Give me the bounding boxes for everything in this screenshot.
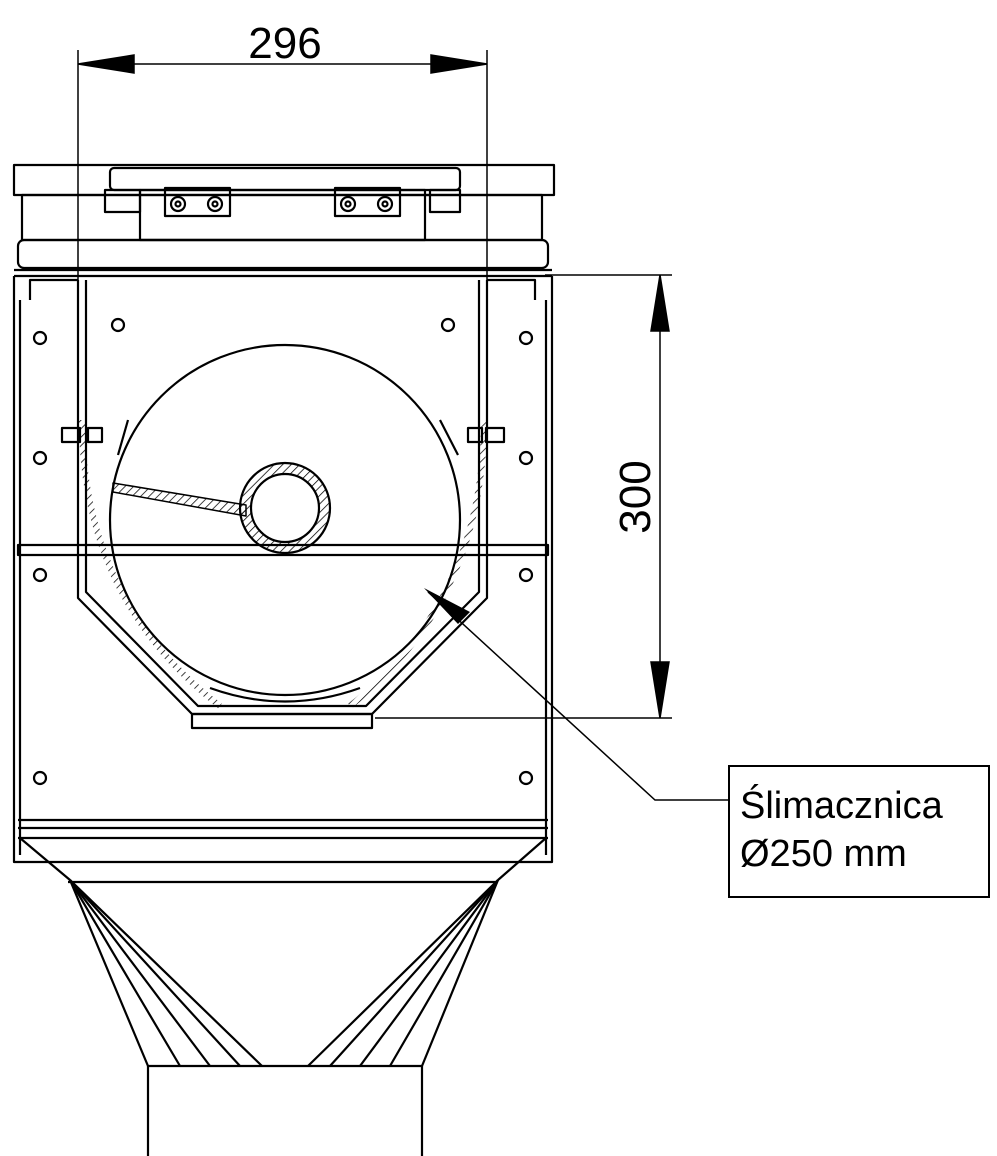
screw-auger <box>108 343 462 703</box>
mounting-holes <box>32 317 534 786</box>
callout-box: Ślimacznica Ø250 mm <box>728 765 990 898</box>
hopper <box>19 837 547 1156</box>
callout-name: Ślimacznica <box>740 785 943 827</box>
top-lid <box>12 163 556 278</box>
height-dimension-label: 300 <box>611 460 660 533</box>
height-dimension <box>375 274 672 719</box>
callout-diameter: Ø250 mm <box>740 833 907 875</box>
trough <box>28 278 537 730</box>
callout-leader <box>424 588 728 801</box>
width-dimension <box>77 50 488 280</box>
width-dimension-label: 296 <box>248 19 321 68</box>
housing <box>12 276 554 864</box>
